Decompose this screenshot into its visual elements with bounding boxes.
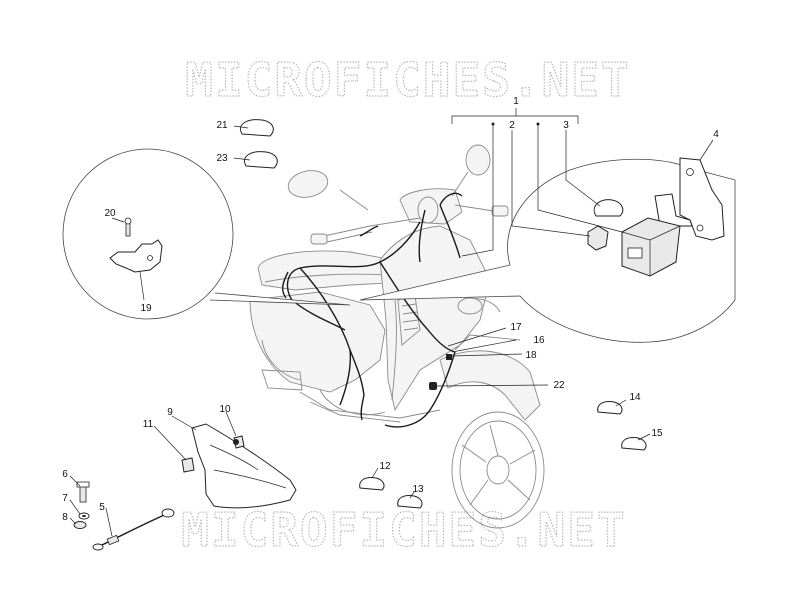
callout-20: 20	[104, 208, 116, 219]
callout-1: 1	[513, 96, 519, 107]
callout-10: 10	[219, 404, 231, 415]
callout-18: 18	[525, 350, 537, 361]
callout-5: 5	[99, 502, 105, 513]
zoom-detail-right	[359, 157, 736, 343]
callout-2: 2	[509, 120, 515, 131]
callout-19: 19	[140, 303, 152, 314]
watermark-top: MICROFICHES.NET	[185, 53, 630, 107]
callout-labels: 1 2 3 4 5 6 7 8 9 10 11 12 13 14 15 16 1…	[62, 96, 719, 523]
wiring-harness	[281, 192, 463, 428]
callout-11: 11	[143, 419, 154, 430]
callout-3: 3	[563, 120, 569, 131]
zoom-detail-left	[62, 148, 351, 320]
callout-12: 12	[379, 461, 391, 472]
watermark-bottom: MICROFICHES.NET	[181, 503, 626, 557]
leader-lines	[69, 108, 714, 537]
callout-4: 4	[713, 129, 719, 140]
callout-6: 6	[62, 469, 68, 480]
callout-13: 13	[412, 484, 424, 495]
callout-7: 7	[62, 493, 68, 504]
callout-17: 17	[510, 322, 522, 333]
callout-21: 21	[216, 120, 228, 131]
callout-22: 22	[553, 380, 565, 391]
clip-rings	[240, 119, 647, 509]
callout-23: 23	[216, 153, 228, 164]
callout-9: 9	[167, 407, 173, 418]
lower-left-parts	[73, 423, 297, 551]
scooter-outline	[249, 144, 545, 529]
callout-14: 14	[629, 392, 641, 403]
callout-16: 16	[533, 335, 545, 346]
callout-15: 15	[651, 428, 663, 439]
callout-8: 8	[62, 512, 68, 523]
